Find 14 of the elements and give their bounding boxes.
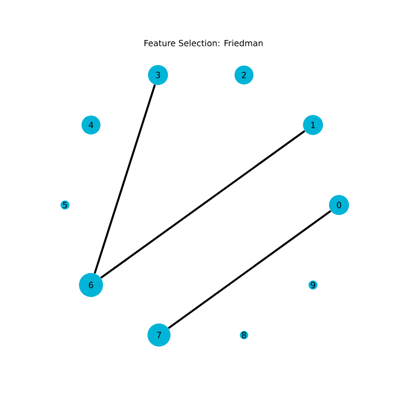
graph-edge (94, 84, 156, 274)
graph-node: 4 (82, 116, 100, 134)
chart-title: Feature Selection: Friedman (144, 40, 263, 46)
graph-node: 3 (148, 65, 168, 85)
graph-node: 6 (79, 273, 103, 297)
graph-node: 0 (329, 195, 349, 215)
graph-node: 7 (148, 324, 170, 346)
graph-node: 9 (308, 280, 318, 290)
graph-node: 5 (60, 200, 70, 210)
graph-edge (168, 210, 332, 329)
graph-node: 2 (234, 66, 254, 84)
graph-node: 8 (240, 330, 248, 340)
graph-node: 1 (303, 115, 323, 135)
graph-edge (100, 130, 306, 279)
